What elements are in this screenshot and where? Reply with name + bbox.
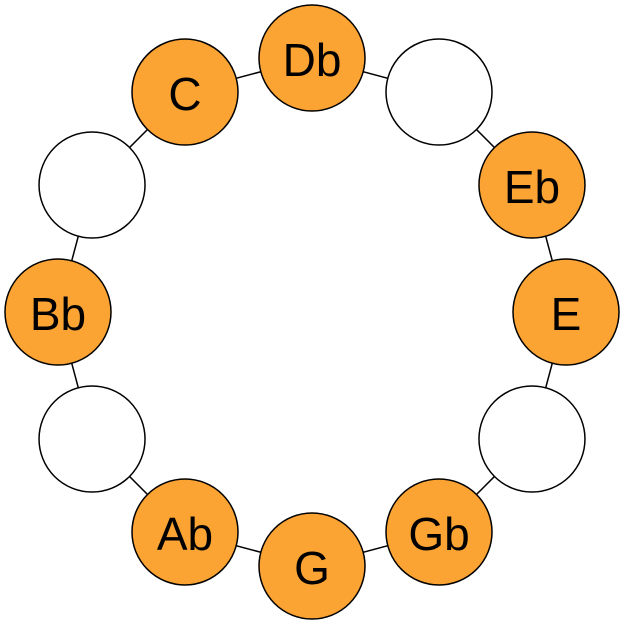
empty-note-node [38,385,146,493]
note-node-db: Db [258,4,366,112]
note-circle [478,131,586,239]
note-circle [385,38,493,146]
note-circle [258,512,366,620]
note-circle [512,258,620,366]
note-label: Db [283,34,342,86]
note-label: Ab [157,508,213,560]
note-circle [131,38,239,146]
note-label: G [294,542,330,594]
note-label: Bb [30,288,86,340]
note-node-c: C [131,38,239,146]
note-circle [38,131,146,239]
note-label: E [551,288,582,340]
note-label: C [168,68,201,120]
note-node-eb: Eb [478,131,586,239]
note-circle [131,478,239,586]
note-label: Gb [408,508,469,560]
note-node-gb: Gb [385,478,493,586]
empty-note-node [38,131,146,239]
note-node-bb: Bb [4,258,112,366]
note-label: Eb [504,161,560,213]
empty-note-node [478,385,586,493]
note-circle [258,4,366,112]
note-circle [385,478,493,586]
note-circle [478,385,586,493]
note-circle [38,385,146,493]
note-node-g: G [258,512,366,620]
note-node-e: E [512,258,620,366]
note-circle [4,258,112,366]
empty-note-node [385,38,493,146]
note-node-ab: Ab [131,478,239,586]
ring [57,57,567,567]
